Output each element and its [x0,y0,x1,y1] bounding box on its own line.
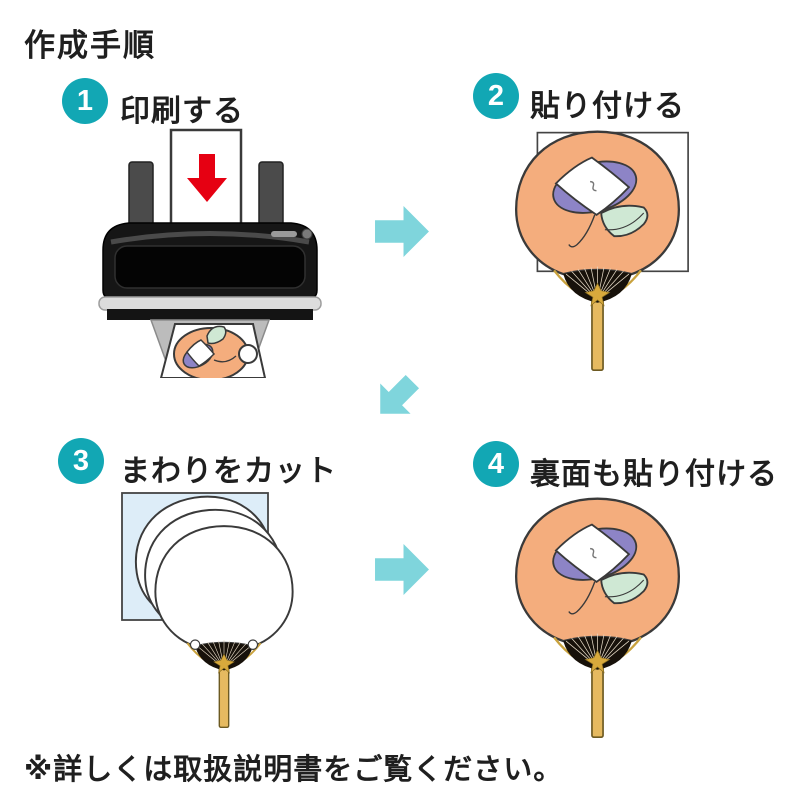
step-1-number: 1 [76,84,94,117]
page-title: 作成手順 [24,28,156,63]
footnote: ※詳しくは取扱説明書をご覧ください。 [24,754,564,786]
printed-fan-design [173,325,258,378]
fan-ribs-and-handle [552,265,643,372]
cutting-illustration [121,487,294,729]
arrow-right-icon [375,544,429,595]
step-2-badge: 2 [473,73,519,119]
status-light [271,231,297,237]
printed-sheet [159,323,267,378]
feed-direction-arrow-icon [187,154,227,202]
fan-front-illustration [514,130,689,372]
arrow-down-left-icon [380,374,420,414]
power-button [301,228,313,240]
step-4-badge: 4 [473,441,519,487]
arrow-right-icon [375,206,429,257]
step-3-badge: 3 [58,438,104,484]
step-2-label: 貼り付ける [530,90,685,123]
blank-fan [154,525,294,729]
printer-body [98,222,322,320]
printer-illustration [98,128,322,378]
step-1-label: 印刷する [120,95,244,128]
step-2-number: 2 [487,79,505,112]
step-4-label: 裏面も貼り付ける [530,458,778,491]
step-3-label: まわりをカット [120,455,337,488]
fan-ribs-and-handle [552,632,643,739]
step-1-badge: 1 [62,78,108,124]
step-4-number: 4 [487,447,505,480]
step-3-number: 3 [72,444,90,477]
finished-fan-illustration [514,497,681,739]
